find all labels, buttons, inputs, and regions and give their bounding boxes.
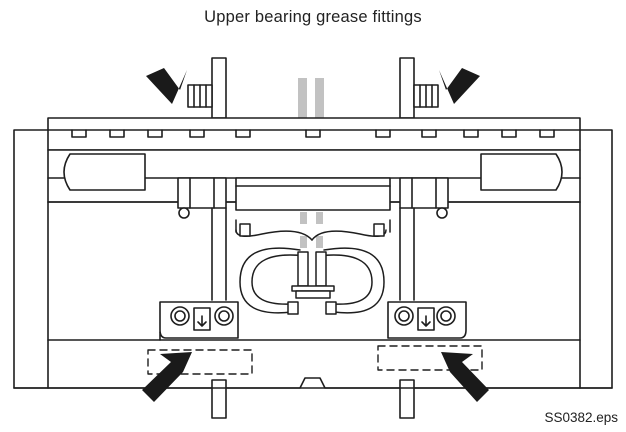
callout-arrow-icon	[142, 352, 192, 402]
lower-bearing-right	[387, 301, 467, 339]
callout-arrows	[142, 68, 489, 402]
top-rail	[47, 117, 581, 151]
callout-arrow-icon	[146, 68, 187, 104]
callout-arrow-icon	[441, 352, 489, 402]
hidden-fittings	[147, 345, 483, 375]
callout-arrow-icon	[439, 68, 480, 104]
figure-title: Upper bearing grease fittings	[204, 8, 422, 26]
center-shaft	[298, 78, 324, 248]
lower-bearing-left	[159, 301, 239, 339]
grease-fitting-left	[187, 84, 213, 108]
figure-file-id: SS0382.eps	[544, 410, 618, 425]
right-shaft	[399, 57, 415, 419]
lower-body	[13, 201, 613, 389]
hydraulic-hoses	[235, 219, 391, 315]
left-shaft	[211, 57, 227, 419]
grease-fitting-right	[413, 84, 439, 108]
carriage	[47, 149, 581, 219]
